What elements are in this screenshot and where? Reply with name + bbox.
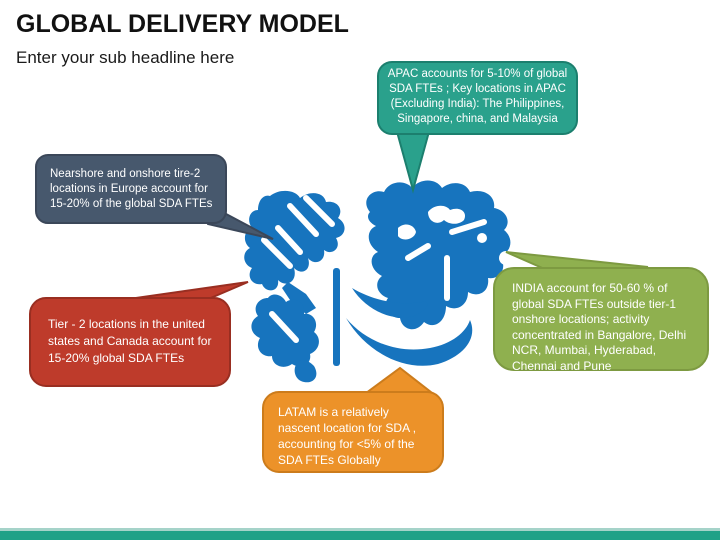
map-north-america — [244, 190, 345, 291]
map-eurasia-africa — [366, 180, 511, 330]
callout-shape-north-america — [29, 281, 249, 387]
callout-body-north-america — [29, 297, 231, 387]
page-subtitle: Enter your sub headline here — [16, 48, 235, 67]
map-central-america — [282, 282, 316, 314]
map-meridian-strip — [333, 268, 340, 366]
callout-tail-apac — [394, 127, 432, 194]
callout-body-apac — [377, 61, 578, 135]
callout-text-latam: LATAM is a relatively nascent location f… — [278, 405, 417, 467]
callout-text-north-america: Tier - 2 locations in the united states … — [48, 317, 212, 365]
footer-bar-highlight — [0, 528, 720, 531]
map-south-asia-band — [352, 288, 428, 318]
footer-bar — [0, 531, 720, 540]
callout-text-apac: APAC accounts for 5-10% of global SDA FT… — [387, 68, 568, 125]
callout-body-india — [493, 267, 709, 371]
callout-text-india: INDIA account for 50-60 % of global SDA … — [512, 281, 687, 373]
callout-shape-apac — [377, 61, 578, 194]
map-south-america-tail — [294, 359, 317, 383]
world-map — [244, 180, 513, 383]
page-title: GLOBAL DELIVERY MODEL — [16, 10, 349, 38]
callout-body-europe — [35, 154, 227, 224]
callout-shape-india — [493, 251, 709, 371]
map-detail-slashes — [261, 195, 487, 343]
callout-shape-latam — [262, 366, 444, 473]
callout-text-europe: Nearshore and onshore tire-2 locations i… — [50, 168, 213, 210]
callout-shape-europe — [35, 154, 274, 240]
map-detail-seas — [398, 205, 513, 265]
callout-body-latam — [262, 391, 444, 473]
map-oceania-band — [346, 318, 473, 366]
